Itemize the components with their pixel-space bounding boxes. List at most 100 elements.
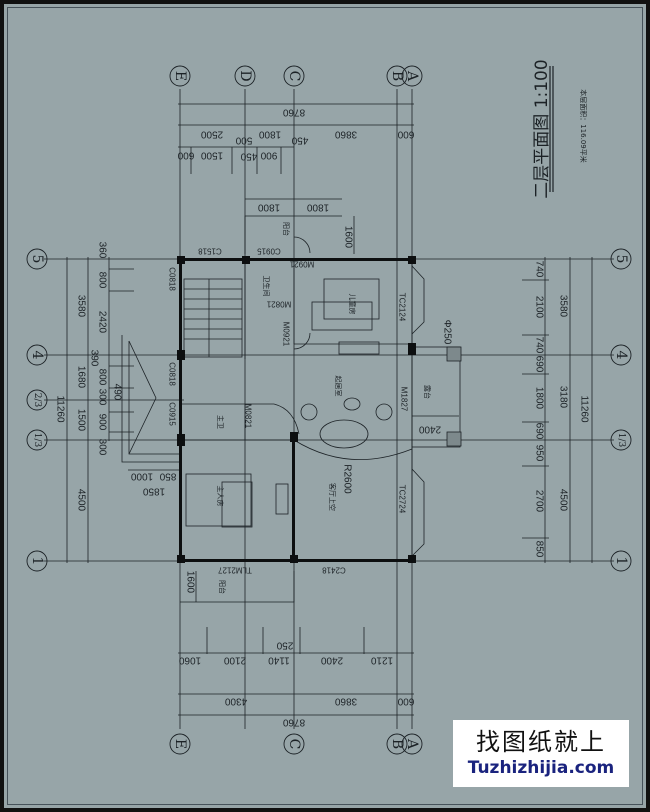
opening-code: TC2724 <box>398 485 407 514</box>
dim-text: 2700 <box>534 490 545 513</box>
axis-label: C <box>286 71 302 82</box>
opening-code: M0921 <box>282 322 291 347</box>
dim-text: 800 <box>97 272 108 289</box>
opening-code: C0818 <box>168 267 177 291</box>
dim-text: 2400 <box>320 655 343 666</box>
opening-code: C2418 <box>322 566 346 575</box>
dim-text: 450 <box>291 135 308 146</box>
dim-text: 1680 <box>76 366 87 389</box>
axis-label: 5 <box>29 255 45 264</box>
dim-text: 3860 <box>334 129 357 140</box>
floor-plan-drawing: E D C B A E C B A 5 4 2/3 1/3 1 5 4 1/3 … <box>26 59 632 755</box>
dim-text: 600 <box>397 129 414 140</box>
dim-text: 2100 <box>223 655 246 666</box>
dim-text: 2500 <box>200 129 223 140</box>
dim-text: 2400 <box>418 424 441 435</box>
dim-text: 1800 <box>534 387 545 410</box>
room-label: 起居室 <box>334 376 343 397</box>
dim-text: 1210 <box>370 655 393 666</box>
opening-code: C1518 <box>198 247 222 256</box>
watermark-slogan: 找图纸就上 <box>476 727 606 756</box>
dim-text: 1800 <box>257 202 280 213</box>
dim-text: 1800 <box>306 202 329 213</box>
axis-label: E <box>172 71 188 81</box>
opening-code: TLM2127 <box>218 566 252 575</box>
room-label: 主人房 <box>216 486 225 507</box>
opening-code: M1827 <box>400 387 409 412</box>
watermark-banner: 找图纸就上 Tuzhizhijia.com <box>453 720 629 787</box>
dim-text: 900 <box>97 414 108 431</box>
dim-text: 4500 <box>76 489 87 512</box>
dim-text: 11260 <box>579 395 590 423</box>
dim-text: 250 <box>276 640 293 651</box>
dim-text: 1000 <box>130 471 153 482</box>
dim-text: 390 <box>89 350 100 367</box>
axis-label: 1 <box>29 557 45 566</box>
axis-label: B <box>389 739 405 749</box>
dim-text: 490 <box>112 384 123 401</box>
room-label: 阳台 <box>218 580 227 594</box>
axis-label: B <box>389 71 405 81</box>
dim-text: 3580 <box>76 295 87 318</box>
dim-text: 3860 <box>334 696 357 707</box>
dim-text: Φ250 <box>442 320 453 345</box>
dim-text: 1600 <box>343 226 354 249</box>
axis-label: D <box>237 70 253 81</box>
dim-text: 1500 <box>200 150 223 161</box>
opening-code: C0818 <box>168 362 177 386</box>
dim-text: 1850 <box>142 486 165 497</box>
axis-label: 1 <box>613 557 629 566</box>
dim-text: 300 <box>97 439 108 456</box>
dim-text: 600 <box>177 150 194 161</box>
room-label: 客厅上空 <box>328 483 337 511</box>
dim-text: 600 <box>397 696 414 707</box>
room-label: 阳台 <box>282 222 291 236</box>
axis-label: 1/3 <box>616 433 626 448</box>
dim-text: 3580 <box>558 295 569 318</box>
opening-code: M0821 <box>244 404 253 429</box>
dim-text: 1060 <box>178 655 201 666</box>
opening-code: C0915 <box>168 402 177 426</box>
axis-label: C <box>286 739 302 750</box>
room-label: 主卫 <box>216 415 225 429</box>
axis-label: 1/3 <box>32 433 42 448</box>
dim-text: 1800 <box>258 129 281 140</box>
dim-text: 850 <box>534 541 545 558</box>
drawing-title: 二层平面图 1:100 <box>532 59 552 198</box>
axis-label: A <box>404 738 420 750</box>
axis-label: 4 <box>29 351 45 360</box>
dim-text: 1600 <box>185 571 196 594</box>
dim-text: 8760 <box>282 107 305 118</box>
axis-label: 4 <box>613 351 629 360</box>
dim-text: 900 <box>260 150 277 161</box>
opening-code: TC2124 <box>398 293 407 322</box>
room-label: 露台 <box>423 385 432 399</box>
opening-code: C0915 <box>257 247 281 256</box>
drawing-frame <box>7 7 643 805</box>
dim-text: 4300 <box>224 696 247 707</box>
area-note: 本层面积：116.09平米 <box>579 89 588 163</box>
dim-text: 4500 <box>558 489 569 512</box>
dim-text: 1140 <box>268 655 290 666</box>
opening-code: M0921 <box>289 260 314 269</box>
axis-label: A <box>404 70 420 82</box>
room-label: 儿童房 <box>348 294 357 315</box>
dim-text: 3180 <box>558 386 569 409</box>
dim-text: 690 <box>534 356 545 373</box>
opening-code: M0821 <box>266 300 291 309</box>
axis-label: 2/3 <box>32 393 42 408</box>
dim-text: 8760 <box>282 717 305 728</box>
dim-text: 1500 <box>76 409 87 432</box>
axis-label: E <box>172 739 188 749</box>
dim-text: 300 <box>97 389 108 406</box>
dim-text: 450 <box>240 151 257 162</box>
dim-text: 690 <box>534 423 545 440</box>
dim-text: 850 <box>159 471 176 482</box>
axis-label: 5 <box>613 255 629 264</box>
dim-text: 11260 <box>55 395 66 423</box>
dim-text: R2600 <box>342 464 353 494</box>
dim-text: 740 <box>534 337 545 354</box>
dim-text: 800 <box>97 369 108 386</box>
dim-text: 740 <box>534 261 545 278</box>
